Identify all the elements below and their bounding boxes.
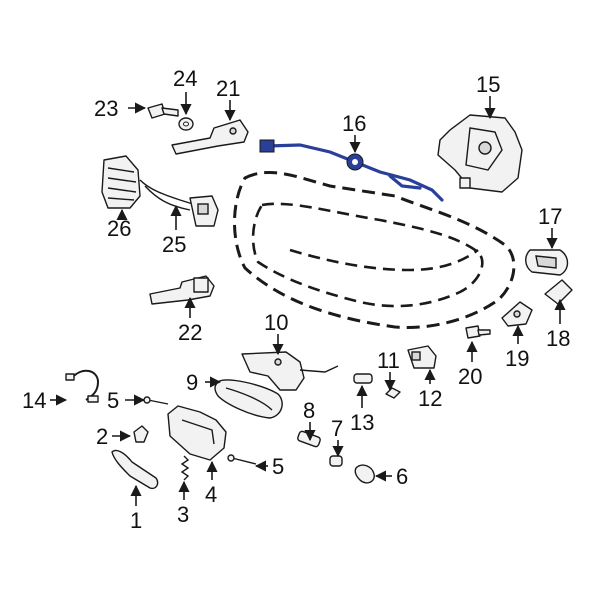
callout-5-upper: 5 — [107, 388, 119, 413]
part-22-check-link[interactable] — [149, 275, 215, 305]
part-14-link-rod[interactable] — [65, 369, 100, 403]
callout-25: 25 — [162, 232, 186, 257]
callout-2: 2 — [96, 424, 108, 449]
callout-19: 19 — [505, 346, 529, 371]
callout-labels: 1 2 3 4 5 5 6 7 8 9 10 11 12 13 14 15 16… — [22, 66, 570, 533]
part-23-bolt[interactable] — [147, 103, 179, 119]
callout-24: 24 — [173, 66, 197, 91]
callout-20: 20 — [458, 364, 482, 389]
callout-3: 3 — [177, 502, 189, 527]
part-15-lock-actuator[interactable] — [437, 114, 523, 193]
callout-1: 1 — [130, 508, 142, 533]
part-19-lock-knob[interactable] — [501, 301, 533, 327]
part-7-bushing[interactable] — [329, 455, 343, 467]
callout-14: 14 — [22, 388, 46, 413]
part-5-screw-upper[interactable] — [143, 396, 169, 405]
callout-6: 6 — [396, 464, 408, 489]
part-24-washer[interactable] — [178, 117, 194, 131]
callout-9: 9 — [186, 370, 198, 395]
part-21-door-rod[interactable] — [171, 119, 249, 155]
callout-13: 13 — [350, 410, 374, 435]
callout-21: 21 — [216, 76, 240, 101]
part-16-lock-cable[interactable] — [259, 139, 444, 202]
callout-7: 7 — [331, 416, 343, 441]
part-9-handle-seal[interactable] — [214, 379, 283, 419]
callout-11: 11 — [377, 348, 400, 373]
part-20-screw[interactable] — [465, 325, 491, 339]
part-6-clip[interactable] — [354, 464, 375, 484]
part-5-screw-lower[interactable] — [227, 454, 257, 465]
callout-15: 15 — [476, 72, 500, 97]
part-25-wiring-harness[interactable] — [139, 179, 219, 227]
part-1-handle-grip[interactable] — [111, 449, 159, 490]
callout-10: 10 — [264, 310, 288, 335]
callout-26: 26 — [107, 216, 131, 241]
callout-17: 17 — [538, 204, 562, 229]
callout-4: 4 — [205, 482, 217, 507]
part-17-inner-handle-bezel[interactable] — [525, 249, 569, 276]
part-10-handle-bracket[interactable] — [241, 351, 339, 391]
part-2-cap[interactable] — [133, 425, 149, 443]
part-13-pin[interactable] — [353, 373, 373, 384]
callout-12: 12 — [418, 386, 442, 411]
door-frame-outline — [233, 170, 516, 329]
part-3-spring[interactable] — [180, 455, 190, 481]
part-11-key[interactable] — [385, 387, 401, 399]
part-4-outer-handle[interactable] — [167, 405, 227, 461]
callout-18: 18 — [546, 326, 570, 351]
callout-5-lower: 5 — [272, 454, 284, 479]
callout-leaders — [50, 92, 566, 506]
callout-22: 22 — [178, 320, 202, 345]
callout-16: 16 — [342, 111, 366, 136]
part-18-trim-piece[interactable] — [544, 279, 573, 305]
part-8-pin[interactable] — [297, 430, 321, 448]
part-12-key-cylinder[interactable] — [407, 345, 437, 369]
callout-8: 8 — [303, 398, 315, 423]
callout-23: 23 — [94, 96, 118, 121]
part-26-boot[interactable] — [101, 155, 141, 209]
